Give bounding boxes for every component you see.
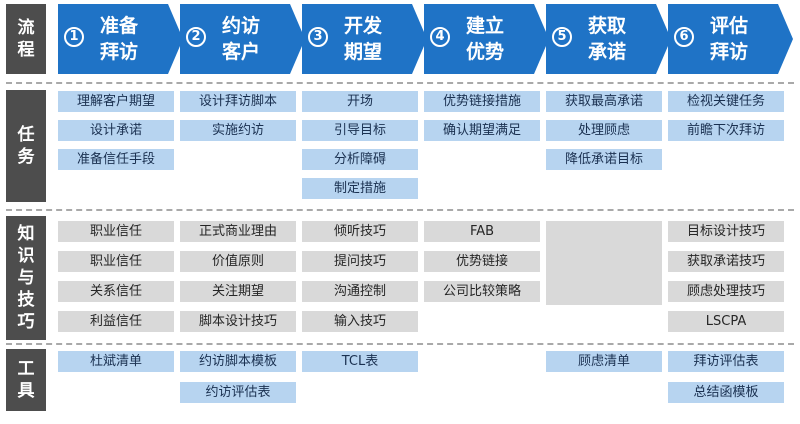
stage-title: 评估拜访	[701, 13, 757, 65]
stage-title-line: 客户	[221, 41, 260, 63]
stage-chevron-6: 6 评估拜访	[668, 4, 793, 74]
stage-number: 5	[552, 27, 572, 47]
tool-cell: 总结函模板	[668, 382, 784, 403]
stage-title-line: 准备	[99, 15, 138, 37]
task-cell: 实施约访	[180, 120, 296, 141]
stage-title: 开发期望	[335, 13, 391, 65]
task-cell: 开场	[302, 91, 418, 112]
skill-cell: FAB	[424, 221, 540, 242]
skill-cell: 公司比较策略	[424, 281, 540, 302]
stage-number: 1	[64, 27, 84, 47]
stage-title-line: 拜访	[99, 41, 138, 63]
skill-cell: 提问技巧	[302, 251, 418, 272]
stage-title-line: 优势	[465, 41, 504, 63]
stage-title: 约访客户	[213, 13, 269, 65]
task-cell: 准备信任手段	[58, 149, 174, 170]
skill-empty-block	[546, 221, 662, 305]
skill-cell: 倾听技巧	[302, 221, 418, 242]
tool-cell: 顾虑清单	[546, 351, 662, 372]
task-cell: 设计承诺	[58, 120, 174, 141]
tool-cell: 约访脚本模板	[180, 351, 296, 372]
stage-chevron-1: 1 准备拜访	[58, 4, 183, 74]
stage-title-line: 承诺	[587, 41, 626, 63]
task-cell: 检视关键任务	[668, 91, 784, 112]
tool-cell: 杜斌清单	[58, 351, 174, 372]
tool-cell: 约访评估表	[180, 382, 296, 403]
stage-title-line: 评估	[709, 15, 748, 37]
row-label-skills: 知识与技巧	[6, 216, 46, 340]
row-label-char: 识	[17, 246, 35, 266]
skill-cell: 职业信任	[58, 251, 174, 272]
skill-cell: 正式商业理由	[180, 221, 296, 242]
row-label-process: 流程	[6, 4, 46, 74]
skill-cell: 输入技巧	[302, 311, 418, 332]
stage-title-line: 建立	[465, 15, 504, 37]
task-cell: 确认期望满足	[424, 120, 540, 141]
row-label-char: 巧	[17, 312, 35, 332]
stage-title-line: 获取	[587, 15, 626, 37]
skill-cell: 优势链接	[424, 251, 540, 272]
skill-cell: 职业信任	[58, 221, 174, 242]
row-label-char: 任	[17, 125, 35, 145]
stage-title: 准备拜访	[91, 13, 147, 65]
task-cell: 前瞻下次拜访	[668, 120, 784, 141]
tool-cell: 拜访评估表	[668, 351, 784, 372]
row-label-char: 工	[17, 359, 35, 379]
stage-number: 6	[674, 27, 694, 47]
stage-chevron-3: 3 开发期望	[302, 4, 427, 74]
row-label-char: 务	[17, 147, 35, 167]
task-cell: 降低承诺目标	[546, 149, 662, 170]
skill-cell: 获取承诺技巧	[668, 251, 784, 272]
skill-cell: 目标设计技巧	[668, 221, 784, 242]
skill-cell: 利益信任	[58, 311, 174, 332]
task-cell: 引导目标	[302, 120, 418, 141]
skill-cell: 关注期望	[180, 281, 296, 302]
task-cell: 制定措施	[302, 178, 418, 199]
stage-number: 4	[430, 27, 450, 47]
stage-title: 获取承诺	[579, 13, 635, 65]
row-label-char: 流	[17, 18, 35, 38]
task-cell: 分析障碍	[302, 149, 418, 170]
row-label-tools: 工具	[6, 349, 46, 411]
skill-cell: 关系信任	[58, 281, 174, 302]
stage-number: 3	[308, 27, 328, 47]
section-divider	[6, 82, 794, 84]
row-label-char: 程	[17, 40, 35, 60]
skill-cell: LSCPA	[668, 311, 784, 332]
skill-cell: 价值原则	[180, 251, 296, 272]
row-label-char: 具	[17, 381, 35, 401]
stage-chevron-4: 4 建立优势	[424, 4, 549, 74]
task-cell: 理解客户期望	[58, 91, 174, 112]
stage-title-line: 拜访	[709, 41, 748, 63]
stage-chevron-5: 5 获取承诺	[546, 4, 671, 74]
stage-title-line: 开发	[343, 15, 382, 37]
row-label-char: 技	[17, 290, 35, 310]
stage-title-line: 约访	[221, 15, 260, 37]
row-label-char: 与	[17, 268, 35, 288]
tool-cell: TCL表	[302, 351, 418, 372]
task-cell: 处理顾虑	[546, 120, 662, 141]
stage-chevron-2: 2 约访客户	[180, 4, 305, 74]
task-cell: 获取最高承诺	[546, 91, 662, 112]
section-divider	[6, 343, 794, 345]
row-label-char: 知	[17, 224, 35, 244]
row-label-tasks: 任务	[6, 90, 46, 202]
skill-cell: 脚本设计技巧	[180, 311, 296, 332]
skill-cell: 沟通控制	[302, 281, 418, 302]
stage-title-line: 期望	[343, 41, 382, 63]
task-cell: 优势链接措施	[424, 91, 540, 112]
task-cell: 设计拜访脚本	[180, 91, 296, 112]
section-divider	[6, 209, 794, 211]
skill-cell: 顾虑处理技巧	[668, 281, 784, 302]
stage-title: 建立优势	[457, 13, 513, 65]
stage-number: 2	[186, 27, 206, 47]
